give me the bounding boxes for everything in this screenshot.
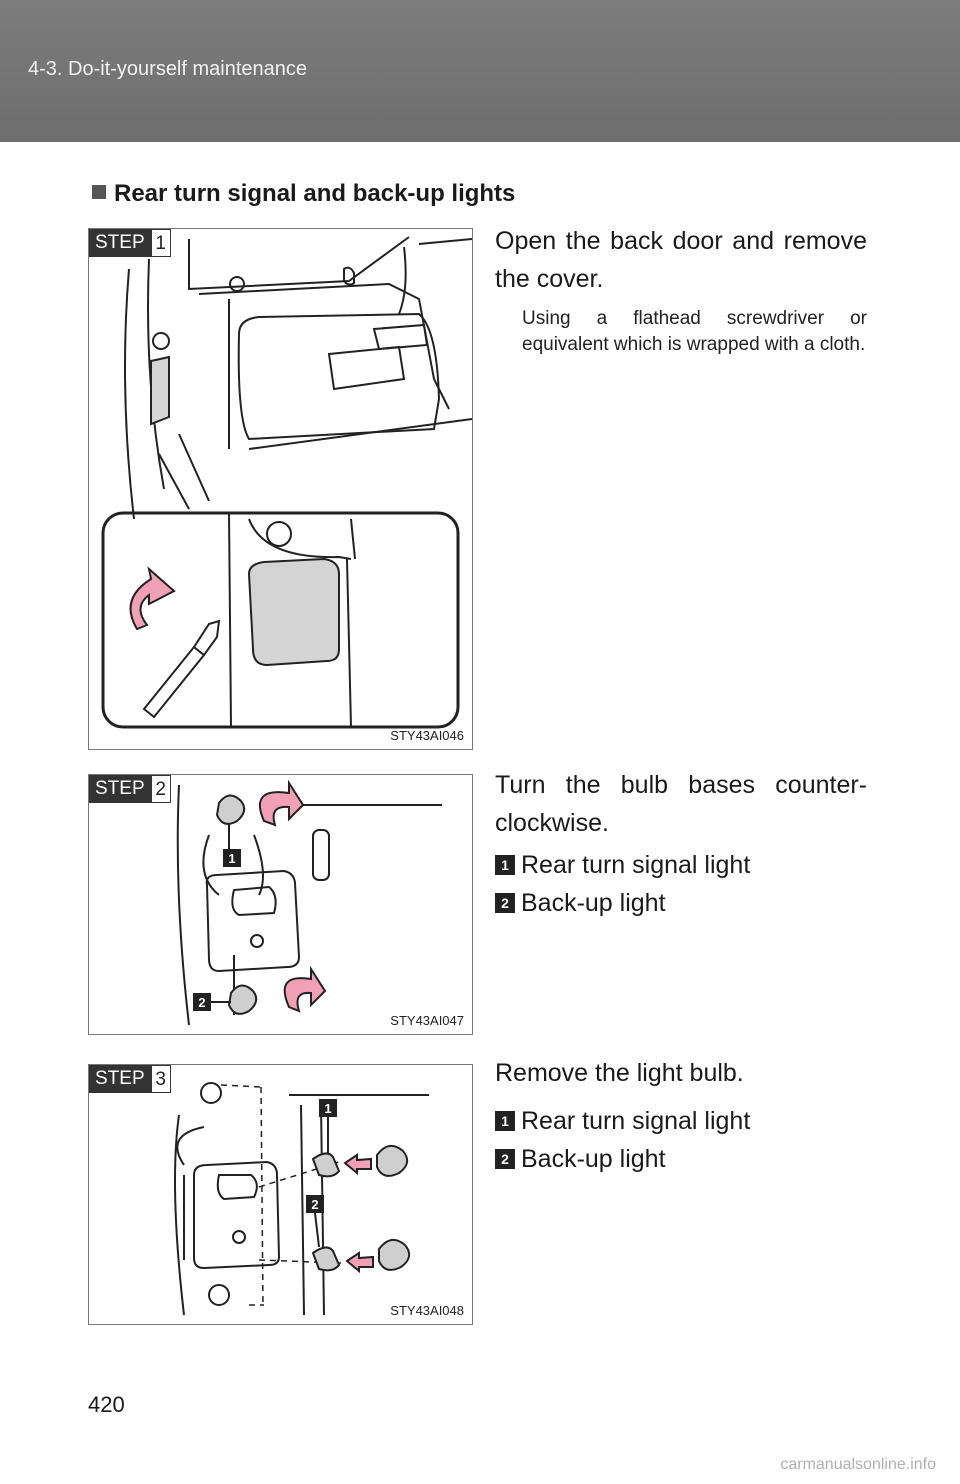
step2-legend-1: 1 Rear turn signal light xyxy=(495,846,750,884)
legend-label: Rear turn signal light xyxy=(521,1107,751,1135)
step-number: 2 xyxy=(150,775,171,803)
figure-code: STY43AI047 xyxy=(390,1013,464,1028)
step-label: STEP xyxy=(89,775,151,803)
step3-text: Remove the light bulb. xyxy=(495,1059,744,1087)
step-label: STEP xyxy=(89,229,151,257)
svg-text:1: 1 xyxy=(228,851,235,866)
number-badge: 1 xyxy=(495,855,515,875)
step1-text: Open the back door and remove the cover. xyxy=(495,227,867,293)
section-breadcrumb: 4-3. Do-it-yourself maintenance xyxy=(28,58,308,80)
step1-illustration xyxy=(101,236,472,729)
step2-figure: 1 2 STEP 2 STY43AI047 xyxy=(88,774,473,1035)
step-number: 1 xyxy=(150,229,171,257)
section-title: Rear turn signal and back-up lights xyxy=(92,180,515,208)
number-badge: 1 xyxy=(495,1111,515,1131)
svg-text:2: 2 xyxy=(311,1197,318,1212)
bullet-square-icon xyxy=(92,185,106,199)
step3-legend-1: 1 Rear turn signal light xyxy=(495,1102,750,1140)
step3-legend-2: 2 Back-up light xyxy=(495,1140,666,1178)
legend-label: Rear turn signal light xyxy=(521,851,751,879)
step1-note: Using a flathead screwdriver or equivale… xyxy=(522,308,867,355)
step-label: STEP xyxy=(89,1065,151,1093)
watermark: carmanualsonline.info xyxy=(780,1456,936,1473)
section-title-text: Rear turn signal and back-up lights xyxy=(114,180,516,207)
step2-badge: STEP 2 xyxy=(89,775,171,803)
legend-label: Back-up light xyxy=(521,1145,666,1173)
number-badge: 2 xyxy=(495,1149,515,1169)
step2-illustration: 1 2 xyxy=(176,779,442,1026)
step3-illustration: 1 2 xyxy=(174,1082,429,1316)
step1-badge: STEP 1 xyxy=(89,229,171,257)
step3-badge: STEP 3 xyxy=(89,1065,171,1093)
step-number: 3 xyxy=(150,1065,171,1093)
page-header: 4-3. Do-it-yourself maintenance xyxy=(0,0,960,142)
figure-code: STY43AI046 xyxy=(390,728,464,743)
step2-legend-2: 2 Back-up light xyxy=(495,884,666,922)
figure-code: STY43AI048 xyxy=(390,1303,464,1318)
legend-label: Back-up light xyxy=(521,889,666,917)
svg-text:1: 1 xyxy=(324,1101,331,1116)
step2-text: Turn the bulb bases counter-clockwise. xyxy=(495,771,867,837)
step3-figure: 1 2 STEP 3 STY43AI048 xyxy=(88,1064,473,1325)
page-number: 420 xyxy=(88,1392,125,1417)
svg-text:2: 2 xyxy=(198,995,205,1010)
number-badge: 2 xyxy=(495,893,515,913)
step1-figure: STEP 1 STY43AI046 xyxy=(88,228,473,750)
